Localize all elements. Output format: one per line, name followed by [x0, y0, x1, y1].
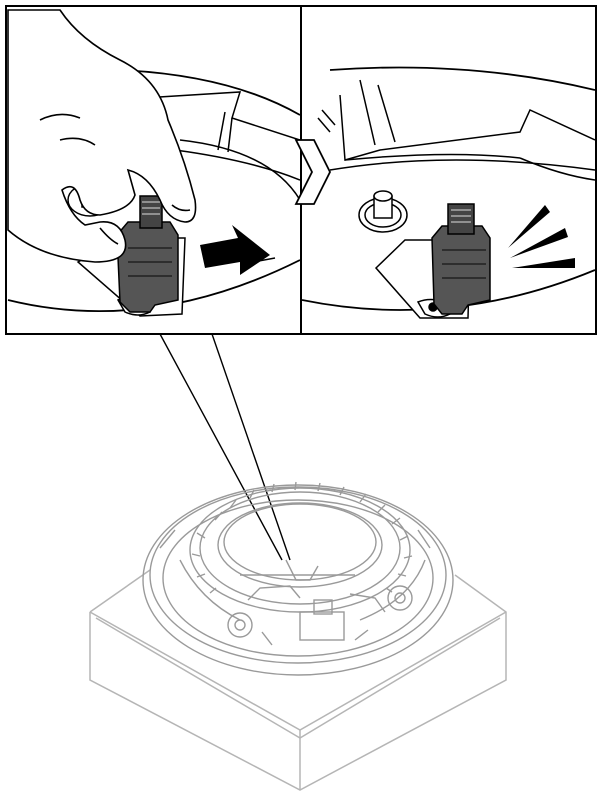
base-unit-illustration: [89, 569, 507, 791]
click-indicator-icon: [508, 205, 575, 268]
chevron-right-icon: [294, 139, 332, 205]
mounting-stud: [358, 190, 408, 233]
connector-plug: [116, 195, 179, 313]
callout-leader-lines: [159, 333, 291, 561]
connector-plug-seated: [431, 203, 491, 315]
panel-step-2: [302, 66, 595, 319]
panel-step-1: [7, 9, 300, 317]
hand-illustration: [7, 9, 197, 263]
push-arrow-icon: [200, 225, 276, 275]
mount-ring-illustration: [142, 481, 454, 676]
